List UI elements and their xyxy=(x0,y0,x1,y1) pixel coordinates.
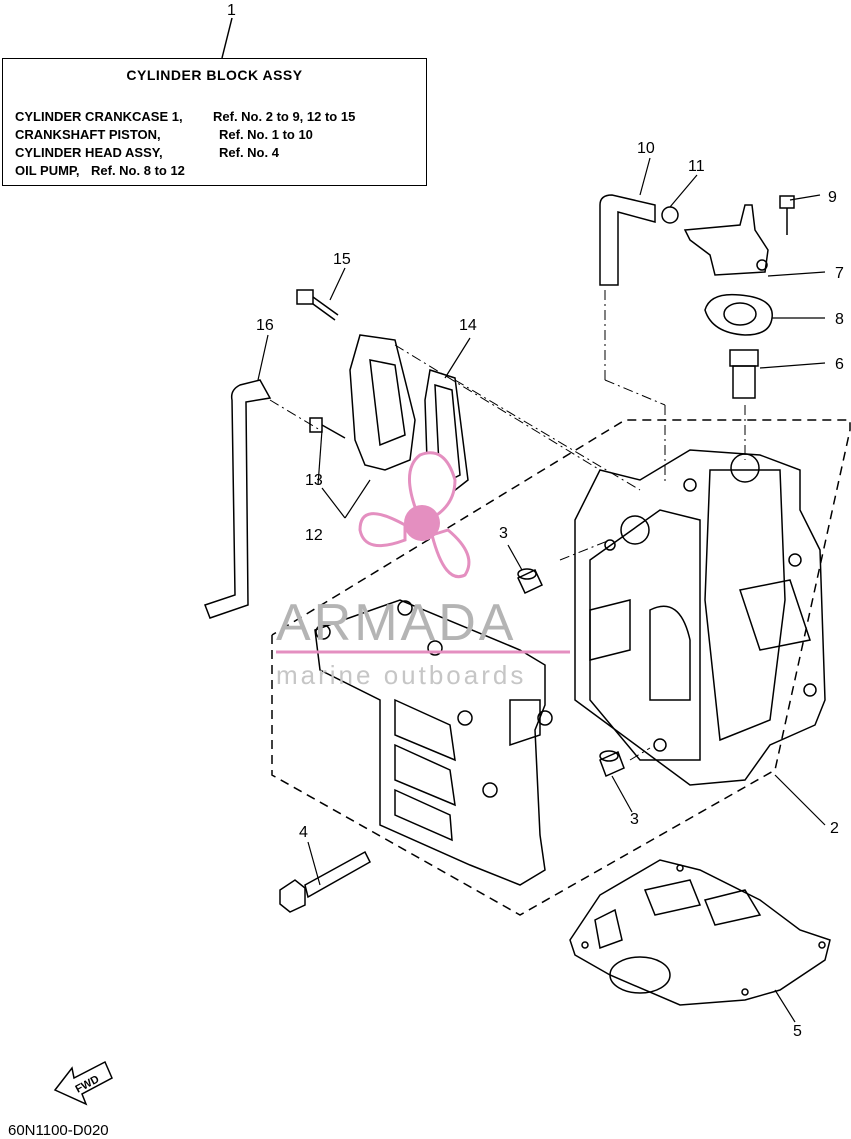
callout-16: 16 xyxy=(256,317,274,334)
legend-line: OIL PUMP, Ref. No. 8 to 12 xyxy=(15,163,185,178)
base-gasket-5 xyxy=(569,859,831,1006)
fwd-arrow xyxy=(53,1060,113,1106)
diagram-code: 60N1100-D020 xyxy=(8,1122,109,1139)
cylinder-crankcase-2 xyxy=(574,449,826,786)
legend-title: CYLINDER BLOCK ASSY xyxy=(126,67,303,83)
hose-10 xyxy=(599,194,656,286)
callout-leaders xyxy=(257,157,826,1023)
callout-9: 9 xyxy=(828,189,837,206)
callout-7: 7 xyxy=(835,265,844,282)
legend-line: CYLINDER CRANKCASE 1, Ref. No. 2 to 9, 1… xyxy=(15,109,355,124)
dashed-enclosure xyxy=(271,419,851,916)
callout-11: 11 xyxy=(688,158,705,175)
assembly-lines xyxy=(269,290,746,761)
callout-15: 15 xyxy=(333,251,351,268)
bolt-9 xyxy=(779,195,795,235)
hose-16 xyxy=(204,379,272,619)
callout-8: 8 xyxy=(835,311,844,328)
legend-box: CYLINDER BLOCK ASSY CYLINDER CRANKCASE 1… xyxy=(2,58,427,186)
bolt-13 xyxy=(309,417,346,439)
gasket-8 xyxy=(704,293,773,336)
legend-line-name: CRANKSHAFT PISTON, xyxy=(15,127,161,142)
legend-line-ref: Ref. No. 8 to 12 xyxy=(91,163,185,178)
callout-5: 5 xyxy=(793,1023,802,1040)
callout-3b: 3 xyxy=(630,811,639,828)
callout-12: 12 xyxy=(305,527,323,544)
dowel-3-upper xyxy=(517,568,543,594)
legend-line-name: CYLINDER HEAD ASSY, xyxy=(15,145,163,160)
callout-4: 4 xyxy=(299,824,308,841)
bolt-15 xyxy=(296,289,339,321)
watermark-propeller-icon xyxy=(358,451,471,578)
callout-3a: 3 xyxy=(499,525,508,542)
legend-line: CRANKSHAFT PISTON, Ref. No. 1 to 10 xyxy=(15,127,313,142)
legend-line-name: CYLINDER CRANKCASE 1, xyxy=(15,109,183,124)
cover-12 xyxy=(349,334,416,471)
clip-11 xyxy=(661,206,679,224)
oil-pump-7 xyxy=(683,204,769,276)
leader-1 xyxy=(221,17,233,59)
callout-1: 1 xyxy=(227,2,236,19)
bolt-4 xyxy=(279,850,371,913)
watermark-brand: ARMADA xyxy=(276,594,517,652)
callout-14: 14 xyxy=(459,317,477,334)
watermark-subtitle: marine outboards xyxy=(276,660,527,690)
legend-line: CYLINDER HEAD ASSY, Ref. No. 4 xyxy=(15,145,279,160)
callout-13: 13 xyxy=(305,472,323,489)
callout-10: 10 xyxy=(637,140,655,157)
thermostat-6 xyxy=(729,349,759,399)
callout-6: 6 xyxy=(835,356,844,373)
callout-2: 2 xyxy=(830,820,839,837)
legend-line-name: OIL PUMP, xyxy=(15,163,80,178)
legend-line-ref: Ref. No. 1 to 10 xyxy=(219,127,313,142)
legend-line-ref: Ref. No. 4 xyxy=(219,145,279,160)
legend-line-ref: Ref. No. 2 to 9, 12 to 15 xyxy=(213,109,356,124)
dowel-3-lower xyxy=(599,750,625,778)
